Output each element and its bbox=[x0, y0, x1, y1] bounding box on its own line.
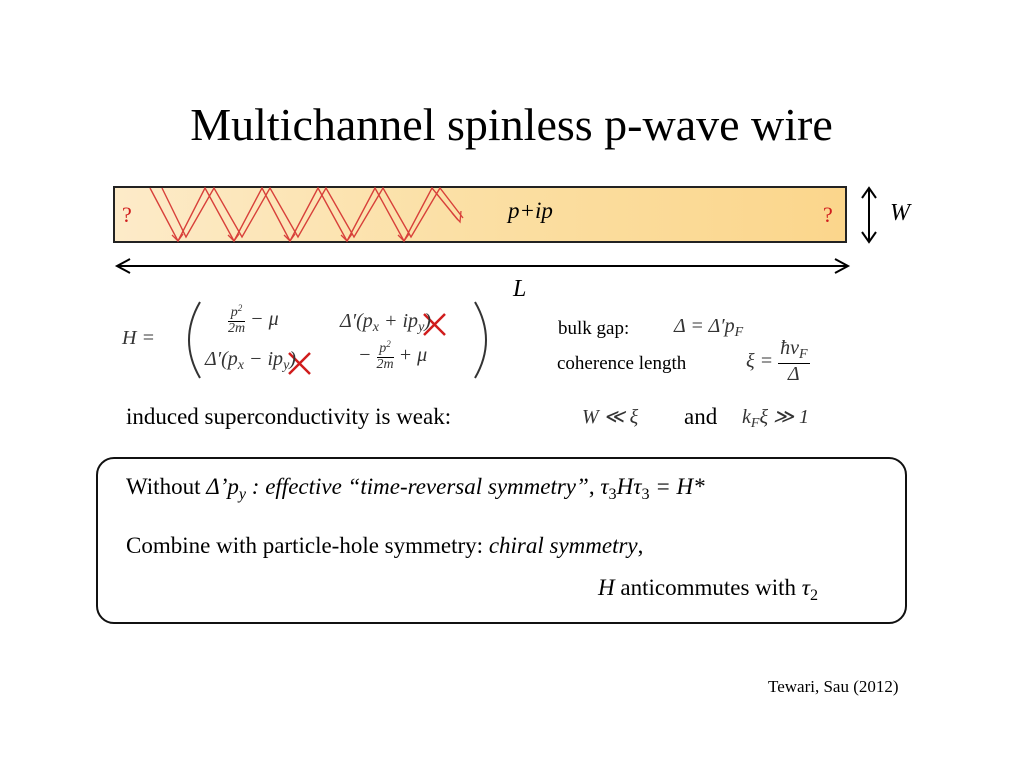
zigzag-trajectory bbox=[149, 186, 459, 243]
matrix-entry-12: Δ′(px + ipy) bbox=[340, 310, 431, 336]
condition-width: W ≪ ξ bbox=[582, 406, 639, 428]
width-label: W bbox=[890, 200, 910, 226]
length-arrow bbox=[114, 258, 851, 274]
wire-bar bbox=[113, 186, 847, 243]
bulk-gap-label: bulk gap: bbox=[558, 318, 630, 339]
coherence-length-label: coherence length bbox=[557, 353, 687, 374]
condition-kf: kFξ ≫ 1 bbox=[742, 406, 809, 432]
matrix-entry-11: p2 2m − μ bbox=[228, 303, 279, 336]
hamiltonian-lhs: H = bbox=[122, 327, 155, 349]
matrix-entry-22: − p2 2m + μ bbox=[358, 339, 428, 372]
right-paren bbox=[474, 301, 487, 379]
slide-title: Multichannel spinless p-wave wire bbox=[190, 99, 833, 150]
cross-out-marks bbox=[288, 313, 446, 375]
wire-right-question: ? bbox=[823, 202, 833, 227]
reflection-arrowheads bbox=[171, 210, 462, 243]
left-paren bbox=[188, 301, 201, 379]
width-arrow bbox=[861, 186, 877, 244]
bulk-gap-formula: Δ = Δ′pF bbox=[674, 315, 744, 341]
symmetry-line-3: H anticommutes with τ2 bbox=[598, 575, 819, 604]
length-label: L bbox=[513, 276, 527, 302]
coherence-length-formula: ξ = ħvF Δ bbox=[746, 337, 810, 385]
wire-left-question: ? bbox=[122, 202, 132, 227]
matrix-entry-21: Δ′(px − ipy) bbox=[205, 348, 296, 374]
citation: Tewari, Sau (2012) bbox=[768, 677, 899, 696]
symmetry-box bbox=[96, 457, 907, 624]
symmetry-line-2: Combine with particle-hole symmetry: chi… bbox=[126, 533, 644, 558]
weak-sc-statement: induced superconductivity is weak: bbox=[126, 404, 452, 429]
condition-and: and bbox=[684, 404, 718, 429]
symmetry-line-1: Without Δ’py : effective “time-reversal … bbox=[126, 474, 705, 503]
wire-pairing-label: p+ip bbox=[508, 198, 553, 223]
